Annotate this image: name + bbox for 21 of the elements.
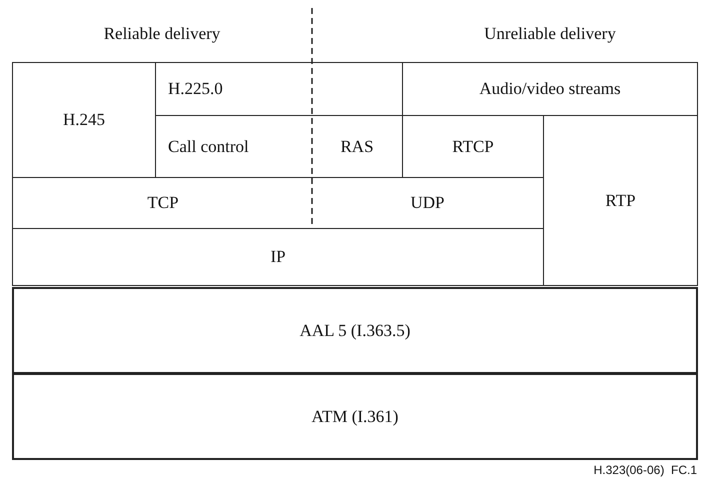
layer-label: AAL 5 (I.363.5) <box>300 320 410 340</box>
column-heading: Reliable delivery <box>102 23 222 45</box>
layer-label: Call control <box>168 136 249 156</box>
layer-label: RTP <box>605 190 636 210</box>
protocol-layer-box <box>12 373 698 460</box>
layer-label: TCP <box>147 193 179 213</box>
figure-id: H.323(06-06) FC.1 <box>594 463 697 477</box>
layer-label: IP <box>270 247 286 267</box>
layer-label: Audio/video streams <box>479 79 621 99</box>
layer-label: RAS <box>340 136 374 156</box>
layer-label: H.245 <box>62 110 106 130</box>
protocol-layer-box <box>543 115 698 286</box>
layer-label: H.225.0 <box>168 79 223 99</box>
protocol-layer-box <box>12 228 544 286</box>
column-heading: Unreliable delivery <box>483 23 617 45</box>
protocol-layer-box <box>12 62 156 178</box>
layer-label: ATM (I.361) <box>312 406 398 426</box>
layer-label: UDP <box>410 193 444 213</box>
layer-label: RTCP <box>452 136 494 156</box>
protocol-layer-box <box>12 287 698 374</box>
protocol-layer-box <box>402 62 698 116</box>
